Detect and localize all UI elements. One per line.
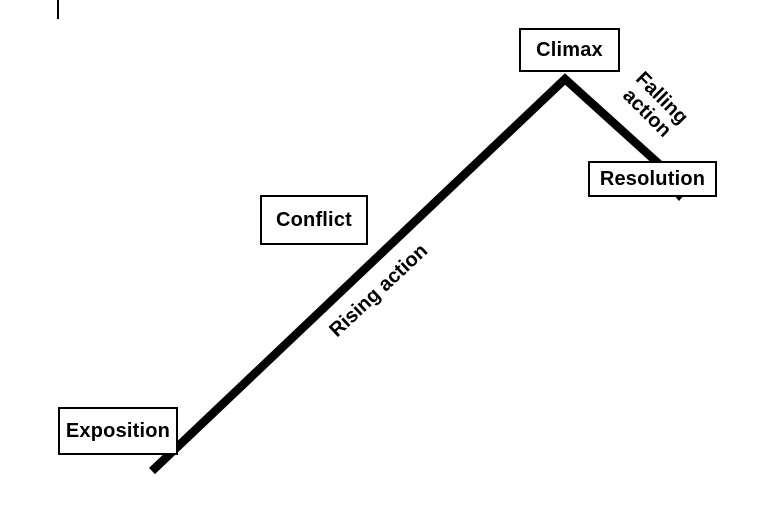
climax-label: Climax	[536, 38, 603, 61]
resolution-label: Resolution	[599, 167, 706, 190]
exposition-label: Exposition	[65, 419, 171, 442]
climax-box: Climax	[519, 28, 620, 72]
conflict-box: Conflict	[260, 195, 368, 245]
resolution-box: Resolution	[588, 161, 717, 197]
down-arrow-icon	[674, 195, 684, 201]
text-cursor-artifact	[57, 0, 59, 19]
plot-line	[149, 73, 662, 475]
exposition-box: Exposition	[58, 407, 178, 455]
conflict-label: Conflict	[275, 208, 353, 231]
